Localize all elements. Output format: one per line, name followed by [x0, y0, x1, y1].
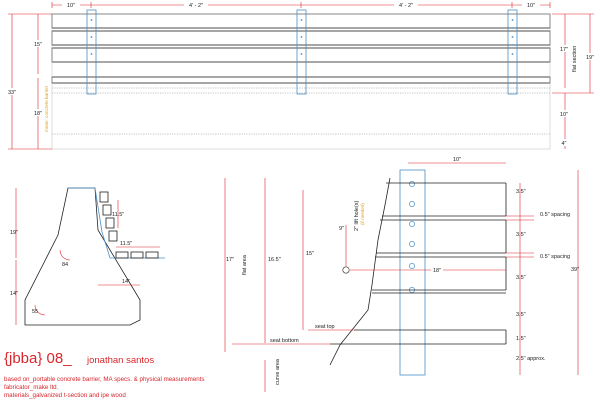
dim-seat-depth: 15"	[34, 42, 42, 48]
back-slat	[102, 204, 112, 216]
barrier-face	[329, 177, 391, 366]
dim-slat-1: 3.5"	[516, 189, 526, 195]
back-slat	[99, 191, 109, 203]
dim-slat-3: 3.5"	[516, 275, 526, 281]
t-section-post	[86, 9, 97, 95]
dim-back-slats: 11.5"	[112, 212, 124, 218]
dim-flat-area-height: 17"	[226, 257, 234, 263]
author-name: jonathan santos	[86, 355, 154, 366]
dim-seat-height: 18"	[34, 111, 42, 117]
seat-slat	[51, 30, 551, 46]
dim-back-height: 17"	[560, 47, 568, 53]
back-slat	[105, 217, 115, 229]
seat-bottom-label: seat bottom	[270, 338, 299, 344]
dim-spacing-1: 0.5" spacing	[540, 212, 570, 218]
curve-area-label: curve area	[275, 358, 281, 385]
lift-hole	[342, 266, 350, 274]
back-slat	[108, 230, 118, 242]
dim-profile-upper: 19"	[10, 230, 18, 236]
seat-slat	[145, 251, 159, 259]
dim-section-top: 10"	[453, 157, 461, 163]
dim-hole-height: 9"	[339, 226, 344, 232]
flat-area-label: flat area	[242, 254, 248, 275]
dim-section-total: 39"	[571, 267, 579, 273]
note-line: materials_galvanized t-section and ipe w…	[4, 392, 126, 399]
dim-seat-top-height: 15"	[306, 251, 314, 257]
dim-profile-lower: 14"	[10, 291, 18, 297]
seat-slat	[51, 13, 551, 29]
dim-gap: 10"	[560, 112, 568, 118]
dim-seat-thickness: 1.5"	[516, 336, 526, 342]
dim-slat-4: 3.5"	[516, 312, 526, 318]
lift-hole-label: 2" lift hole(s)	[354, 200, 360, 231]
title-block: {jbba} 08_ jonathan santos based on_port…	[4, 350, 205, 399]
seat-top-label: seat top	[315, 324, 335, 330]
lift-hole-note: (if needed)	[360, 203, 365, 225]
dim-base: 4"	[561, 141, 566, 147]
seat-slat	[51, 76, 551, 84]
dim-back-total: 19"	[586, 55, 594, 61]
dim-total-height: 33"	[8, 90, 16, 96]
seat-slat	[115, 251, 129, 259]
dim-seat-bottom-height: 16.5"	[268, 257, 281, 263]
t-section-post	[399, 169, 426, 376]
bench-elevation: 10" 4' - 2" 4' - 2" 10" 33" 15" 18" mean…	[5, 1, 597, 150]
concrete-barrier-profile	[24, 187, 141, 326]
barrier-outline	[51, 13, 551, 150]
flat-section-label: flat section	[572, 46, 578, 72]
barrier-profile: 84 55 11.5" 11.5" 19" 14" 14"	[10, 187, 165, 326]
brand-title: {jbba} 08_	[4, 350, 72, 367]
side-note: mean: concrete barrier	[44, 85, 49, 132]
bench-section: 10" 17" flat area 16.5" 15" 9" 2" lift h…	[224, 157, 579, 392]
angle-upper: 84	[62, 262, 68, 268]
dim-span-left: 4' - 2"	[189, 3, 203, 9]
dim-end-right: 10"	[527, 3, 535, 9]
dim-slat-2: 3.5"	[516, 232, 526, 238]
note-line: based on_portable concrete barrier, MA s…	[4, 376, 205, 383]
t-section-post	[296, 9, 307, 95]
dim-span-right: 4' - 2"	[399, 3, 413, 9]
note-line: fabricator_make ltd.	[4, 384, 59, 391]
angle-lower: 55	[32, 309, 38, 315]
t-section-post	[507, 9, 518, 95]
dim-seat-depth: 18"	[433, 268, 441, 274]
dim-end-left: 10"	[67, 3, 75, 9]
dim-seat-approx: 2.5" approx.	[516, 356, 546, 362]
dim-spacing-2: 0.5" spacing	[540, 254, 570, 260]
seat-slat	[51, 47, 551, 63]
seat-slat	[130, 251, 144, 259]
t-section-frame	[68, 187, 165, 259]
dim-seat-slats: 11.5"	[120, 241, 132, 247]
dim-profile-depth: 14"	[122, 279, 130, 285]
